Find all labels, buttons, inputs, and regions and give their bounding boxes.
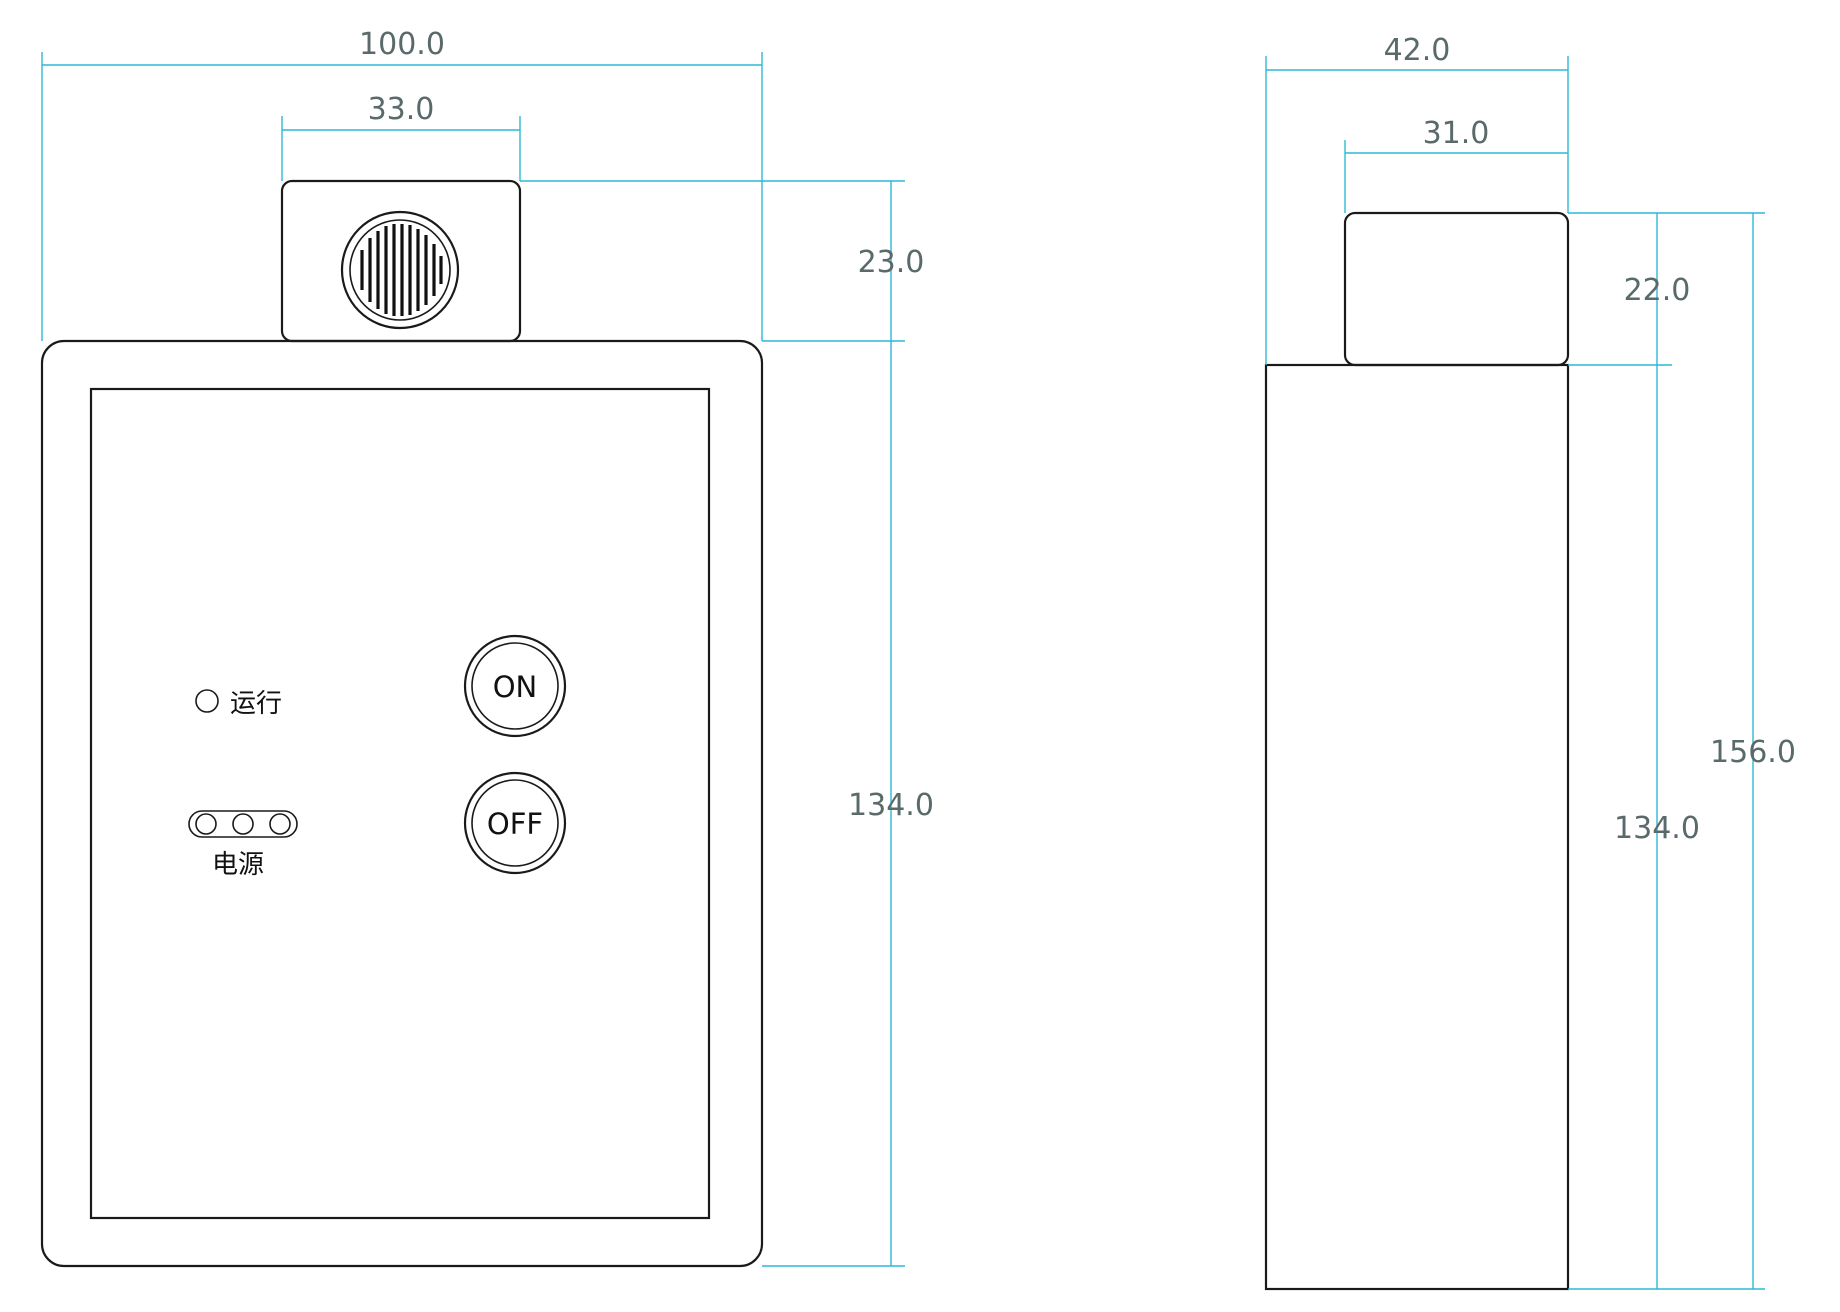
svg-text:ON: ON	[493, 670, 538, 704]
front-body-height-dimension: 134.0	[848, 788, 934, 823]
side-view: 42.0 31.0 22.0 134.0 156.0	[1264, 33, 1796, 1291]
speaker-grille-icon	[340, 210, 460, 330]
power-indicator-label: 电源	[212, 850, 264, 880]
on-button[interactable]: ON	[463, 634, 567, 738]
front-view: 运行 电源 ON OFF 100.0	[40, 27, 934, 1268]
side-cap-width-dimension: 31.0	[1423, 116, 1490, 151]
front-body-outer	[40, 339, 764, 1268]
side-body-height-dimension: 134.0	[1614, 811, 1700, 846]
side-total-height-dimension: 156.0	[1710, 735, 1796, 770]
front-body-panel	[89, 387, 711, 1220]
side-top-cap	[1343, 211, 1570, 367]
power-indicator-icon	[188, 810, 298, 838]
front-cap-height-dimension: 23.0	[858, 245, 925, 280]
run-indicator-icon	[195, 689, 219, 713]
run-indicator-label: 运行	[230, 689, 282, 719]
front-cap-width-dimension: 33.0	[368, 92, 435, 127]
side-body	[1264, 363, 1570, 1291]
front-width-dimension: 100.0	[359, 27, 445, 62]
svg-text:OFF: OFF	[487, 807, 543, 841]
side-width-dimension: 42.0	[1384, 33, 1451, 68]
side-cap-height-dimension: 22.0	[1624, 273, 1691, 308]
side-dimensions: 42.0 31.0 22.0 134.0 156.0	[1265, 33, 1796, 1290]
front-dimensions: 100.0 33.0 23.0 134.0	[41, 27, 934, 1267]
off-button[interactable]: OFF	[463, 771, 567, 875]
